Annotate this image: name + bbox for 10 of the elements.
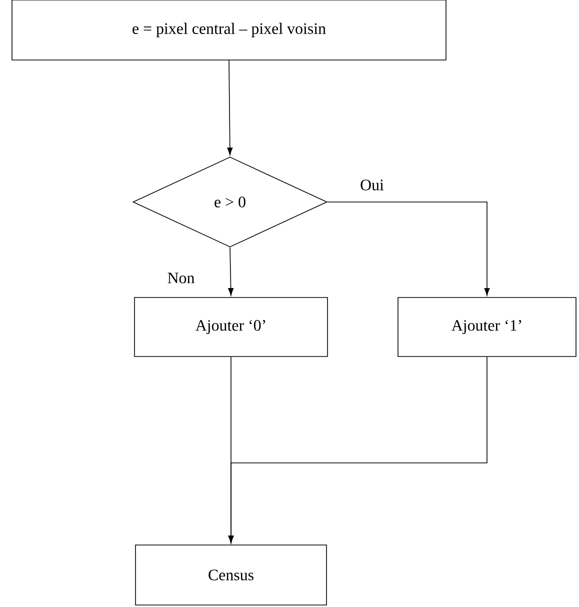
arrow xyxy=(228,356,488,544)
process-box: e = pixel central – pixel voisin xyxy=(12,0,446,60)
arrow xyxy=(228,247,234,296)
arrow xyxy=(227,60,233,156)
edge-label: Oui xyxy=(359,178,385,192)
process-box: Ajouter ‘0’ xyxy=(134,297,328,357)
edge-label: Non xyxy=(166,272,196,284)
arrow xyxy=(327,202,490,296)
process-box: Ajouter ‘1’ xyxy=(398,297,576,357)
process-box: Census xyxy=(135,544,327,606)
